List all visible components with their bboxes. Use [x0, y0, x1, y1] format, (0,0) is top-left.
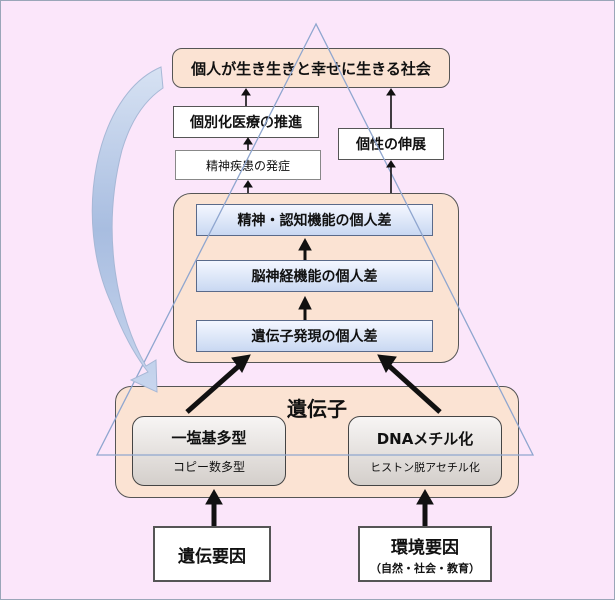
- individuality-label: 個性の伸展: [356, 137, 426, 153]
- gene-expression-difference-label: 遺伝子発現の個人差: [251, 329, 378, 345]
- individuality-box: 個性の伸展: [338, 128, 444, 160]
- mental-illness-box: 精神疾患の発症: [175, 150, 321, 180]
- society-label: 個人が生き生きと幸せに生きる社会: [191, 59, 431, 78]
- snp-label: 一塩基多型: [171, 429, 247, 447]
- mental-illness-label: 精神疾患の発症: [205, 158, 290, 173]
- cognitive-difference-box: 精神・認知機能の個人差: [196, 204, 433, 236]
- genetic-factor-label: 遺伝要因: [178, 546, 246, 567]
- personalized-medicine-label: 個別化医療の推進: [190, 115, 302, 131]
- brain-function-difference-box: 脳神経機能の個人差: [196, 260, 433, 292]
- environmental-factor-sub: （自然・社会・教育）: [370, 561, 480, 575]
- personalized-medicine-box: 個別化医療の推進: [173, 106, 319, 138]
- genetic-factor-box: 遺伝要因: [153, 526, 271, 582]
- society-box: 個人が生き生きと幸せに生きる社会: [172, 48, 450, 88]
- cognitive-difference-label: 精神・認知機能の個人差: [237, 213, 392, 229]
- dna-methylation-box: DNAメチル化 ヒストン脱アセチル化: [348, 416, 502, 486]
- histone-deacetylation-label: ヒストン脱アセチル化: [370, 460, 480, 474]
- snp-box: 一塩基多型 コピー数多型: [132, 416, 286, 486]
- brain-function-difference-label: 脳神経機能の個人差: [251, 269, 378, 285]
- gene-expression-difference-box: 遺伝子発現の個人差: [196, 320, 433, 352]
- dna-methylation-label: DNAメチル化: [376, 429, 474, 448]
- environmental-factor-label: 環境要因: [391, 537, 459, 558]
- cnv-label: コピー数多型: [172, 460, 245, 474]
- environmental-factor-box: 環境要因 （自然・社会・教育）: [358, 526, 492, 582]
- gene-title: 遺伝子: [287, 397, 347, 421]
